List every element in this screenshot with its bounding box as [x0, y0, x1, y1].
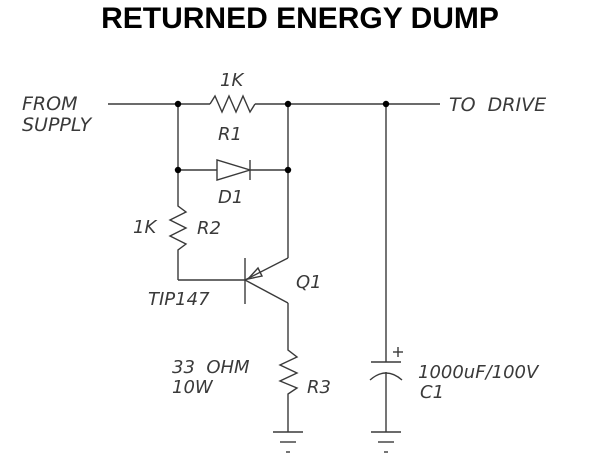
junction-dot — [174, 100, 182, 108]
r1-resistor — [209, 94, 256, 114]
c1-value: 1000uF/100V — [418, 362, 540, 383]
output-label: TO DRIVE — [449, 94, 546, 116]
d1-ref: D1 — [218, 187, 243, 208]
r1-value: 1K — [220, 70, 244, 91]
q1-emitter-arrow — [246, 266, 264, 281]
junction-dot — [382, 100, 390, 108]
input-label-line1: FROM — [22, 93, 77, 115]
q1-part: TIP147 — [148, 289, 210, 310]
r2-ref: R2 — [197, 218, 221, 239]
q1-ref: Q1 — [296, 272, 322, 293]
diagram-title: RETURNED ENERGY DUMP — [101, 2, 499, 35]
r3-value-line1: 33 OHM — [172, 357, 250, 378]
r1-ref: R1 — [218, 124, 242, 145]
d1-diode-triangle — [216, 159, 253, 181]
junction-dot — [284, 100, 292, 108]
junction-dot — [284, 166, 292, 174]
r3-resistor — [278, 345, 299, 432]
r3-value-line2: 10W — [172, 377, 214, 398]
q1-collector — [244, 279, 289, 304]
r2-value: 1K — [133, 217, 157, 238]
r3-ref: R3 — [307, 377, 331, 398]
input-label-line2: SUPPLY — [22, 114, 93, 136]
junction-dot — [174, 166, 182, 174]
c1-ref: C1 — [420, 382, 444, 403]
r2-resistor — [168, 200, 188, 280]
q1-emitter — [244, 257, 289, 281]
